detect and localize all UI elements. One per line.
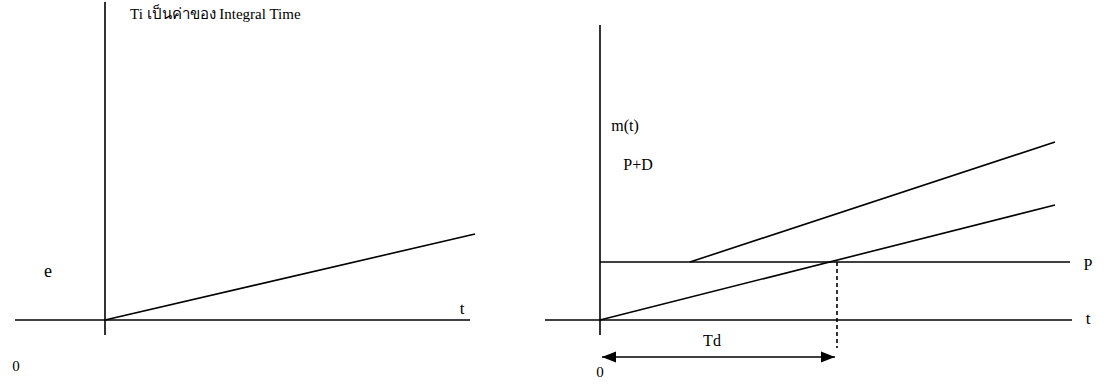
- derivative-ramp: [600, 205, 1055, 320]
- p-plus-d-ramp: [690, 142, 1055, 262]
- time-axis: [545, 319, 1072, 321]
- td-dimension-arrow: [602, 356, 835, 358]
- error-ramp: [105, 234, 475, 320]
- axis-label: m(t): [611, 117, 639, 135]
- origin-label: 0: [12, 358, 20, 375]
- p-level-line: [600, 261, 1070, 263]
- axis-label: t: [1086, 310, 1091, 329]
- time-axis: [15, 319, 470, 321]
- axis-label: t: [460, 300, 465, 319]
- note-text: Ti เป็นค่าของ Integral Time: [130, 6, 301, 23]
- dimension-label: Td: [703, 332, 721, 350]
- origin-label: 0: [596, 364, 604, 381]
- td-dashed-line: [836, 262, 838, 348]
- curve-label: P+D: [623, 156, 652, 174]
- vertical-axis: [599, 25, 601, 335]
- axis-label: e: [44, 262, 52, 282]
- vertical-axis: [104, 2, 106, 335]
- curve-label: P: [1084, 256, 1093, 274]
